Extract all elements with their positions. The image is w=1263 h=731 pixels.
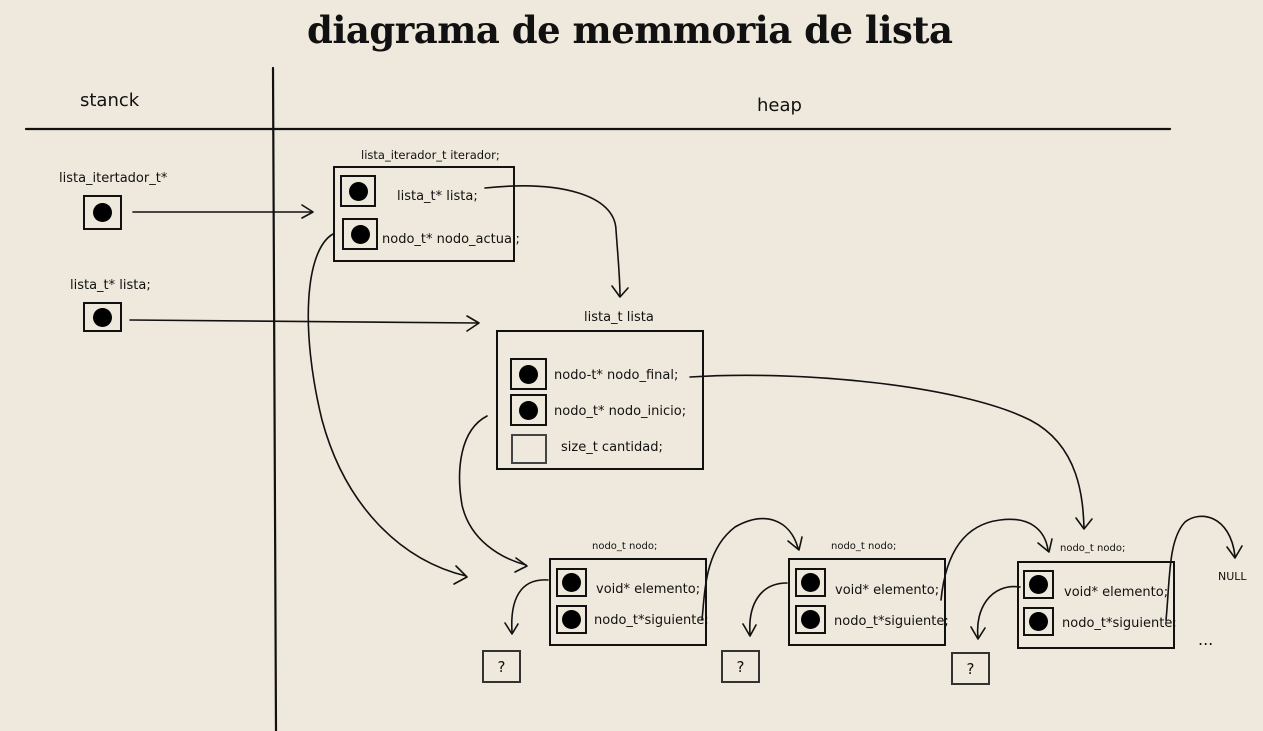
- node-3-field-siguiente: nodo_t*siguiente;: [1062, 616, 1177, 631]
- arrow-node1-siguiente: [701, 517, 799, 621]
- node-3-label: nodo_t nodo;: [1060, 543, 1126, 554]
- node-2-field-elemento: void* elemento;: [835, 583, 940, 598]
- node-1-unknown-element: ?: [482, 650, 521, 683]
- arrow-iter-lista-field: [484, 185, 621, 297]
- arrow-node3-siguiente: [1165, 515, 1236, 621]
- lista-label: lista_t lista: [584, 310, 654, 325]
- node-2-elemento-pointer: [795, 568, 826, 597]
- node-1-siguiente-pointer: [556, 605, 587, 634]
- node-3-field-elemento: void* elemento;: [1064, 585, 1169, 600]
- lista-field-inicio: nodo_t* nodo_inicio;: [554, 404, 687, 419]
- stack-lista-label: lista_t* lista;: [70, 278, 151, 293]
- node-3-siguiente-pointer: [1023, 607, 1054, 636]
- null-label: NULL: [1218, 570, 1247, 583]
- arrow-node3-elemento: [976, 585, 1021, 638]
- lista-inicio-pointer: [510, 394, 547, 426]
- lista-cantidad-value: [511, 434, 547, 464]
- continuation-ellipsis: ...: [1198, 630, 1214, 649]
- stack-lista-pointer: [83, 302, 122, 332]
- lista-field-final: nodo-t* nodo_final;: [554, 368, 679, 383]
- iterador-lista-pointer: [340, 175, 376, 207]
- arrow-iter-actual: [307, 233, 467, 577]
- lista-field-cantidad: size_t cantidad;: [561, 440, 663, 455]
- stack-iter-label: lista_itertador_t*: [59, 171, 168, 186]
- stack-iter-pointer: [83, 195, 122, 230]
- iterador-field-lista: lista_t* lista;: [397, 189, 478, 204]
- arrow-lista-inicio: [458, 415, 527, 566]
- iterador-field-actual: nodo_t* nodo_actual;: [382, 232, 520, 247]
- node-2-struct: [788, 558, 946, 646]
- node-3-unknown-element: ?: [951, 652, 990, 685]
- lista-final-pointer: [510, 358, 547, 390]
- stack-heap-divider: [271, 66, 278, 731]
- iterador-label: lista_iterador_t iterador;: [361, 148, 500, 162]
- arrow-lista-to-lista: [129, 319, 479, 324]
- iterador-actual-pointer: [342, 218, 378, 250]
- node-3-struct: [1017, 561, 1175, 649]
- arrow-node2-elemento: [749, 582, 788, 635]
- node-3-elemento-pointer: [1023, 570, 1054, 599]
- node-2-unknown-element: ?: [721, 650, 760, 683]
- arrow-node1-elemento: [510, 579, 549, 633]
- arrow-node2-siguiente: [940, 518, 1049, 601]
- iterador-struct: [333, 166, 515, 262]
- lista-struct: [496, 330, 704, 470]
- heap-label: heap: [757, 95, 802, 116]
- node-1-field-siguiente: nodo_t*siguiente;: [594, 613, 709, 628]
- node-1-elemento-pointer: [556, 568, 587, 597]
- node-2-label: nodo_t nodo;: [831, 541, 897, 552]
- node-2-field-siguiente: nodo_t*siguiente;: [834, 614, 949, 629]
- stack-label: stanck: [80, 90, 140, 111]
- node-1-label: nodo_t nodo;: [592, 541, 658, 552]
- node-1-field-elemento: void* elemento;: [596, 582, 701, 597]
- node-1-struct: [549, 558, 707, 646]
- diagram-title: diagrama de memmoria de lista: [307, 8, 953, 52]
- node-2-siguiente-pointer: [795, 605, 826, 634]
- arrow-lista-final: [689, 374, 1085, 529]
